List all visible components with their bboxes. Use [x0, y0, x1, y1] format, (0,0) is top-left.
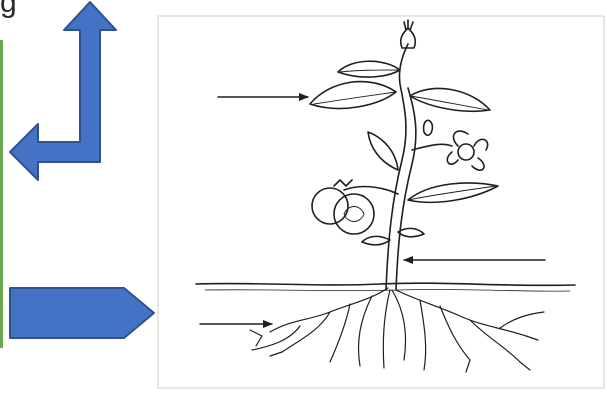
up-left-elbow-arrow-icon	[10, 2, 116, 180]
right-block-arrow-icon	[10, 288, 154, 338]
diagram-panel	[158, 16, 604, 388]
